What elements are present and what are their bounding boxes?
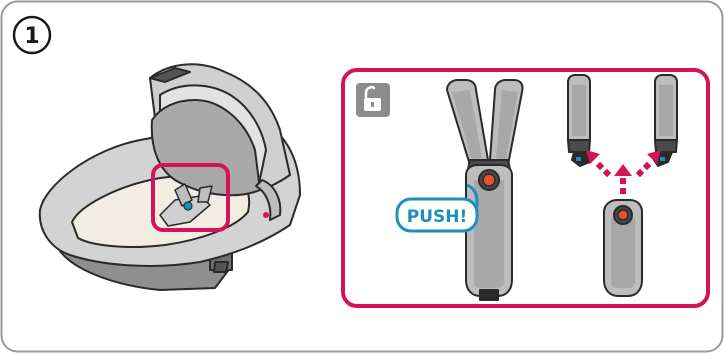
step-number-badge: 1 [12, 15, 52, 55]
carrycot-illustration [38, 63, 301, 291]
buckle-open [567, 74, 678, 297]
step-number: 1 [24, 24, 39, 49]
push-text: PUSH! [407, 207, 468, 227]
buckle-highlight-box [151, 163, 230, 232]
push-label: PUSH! [395, 183, 479, 233]
detail-panel [341, 68, 710, 308]
unlock-icon [356, 83, 390, 117]
